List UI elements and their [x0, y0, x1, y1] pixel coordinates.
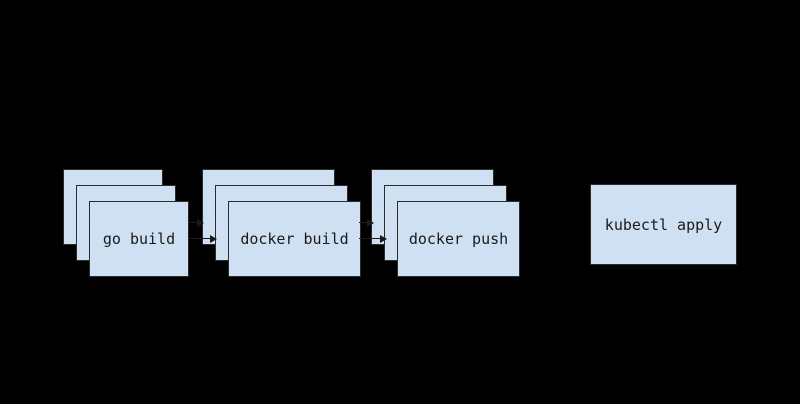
stage-card-go-build-front[interactable]: go build — [89, 201, 189, 277]
connector-docker-build-to-docker-push-upper — [359, 218, 374, 227]
stage-group-docker-push: docker push docker push docker push — [371, 169, 520, 277]
stage-card-label: go build — [102, 230, 176, 248]
connector-docker-build-to-docker-push-lower — [359, 234, 387, 243]
stage-card-docker-push-front[interactable]: docker push — [397, 201, 520, 277]
stage-card-label: docker build — [240, 230, 349, 248]
stage-card-label: docker push — [408, 230, 509, 248]
stage-group-kubectl-apply: kubectl apply — [590, 184, 737, 265]
connector-go-build-to-docker-build-lower — [189, 234, 217, 243]
stage-card-docker-build-front[interactable]: docker build — [228, 201, 361, 277]
connector-go-build-to-docker-build-upper — [189, 218, 204, 227]
stage-card-label: kubectl apply — [604, 215, 723, 234]
stage-group-docker-build: docker build docker build docker build — [202, 169, 361, 277]
stage-group-go-build: go build go build go build — [63, 169, 189, 277]
stage-card-kubectl-apply[interactable]: kubectl apply — [590, 184, 737, 265]
